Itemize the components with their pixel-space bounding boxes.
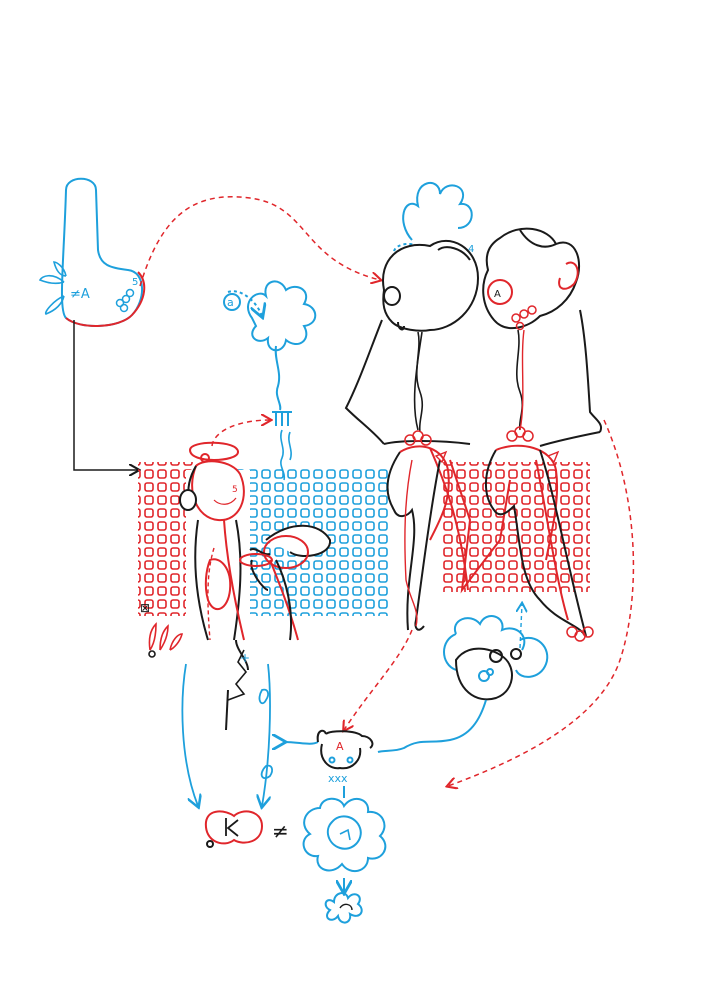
number-five-head: 5	[232, 485, 238, 495]
boxed-x-label: ⊠	[140, 601, 150, 615]
red-blob-bottom	[204, 810, 264, 848]
number-four-label: 4	[468, 244, 474, 255]
small-creature-center: A xxx	[284, 729, 374, 798]
xxx-label: xxx	[328, 772, 348, 785]
leaf-sprout-left	[38, 261, 67, 315]
number-five-label: 5	[132, 277, 138, 288]
plus-label: +	[240, 651, 250, 665]
blue-creature-right	[377, 604, 549, 753]
seated-figure-left: 5	[179, 441, 331, 731]
red-a-label: A	[336, 740, 344, 753]
standing-pair-figures	[386, 426, 594, 642]
blue-down-arrows-left	[181, 663, 273, 806]
twin-heads: 4 A	[344, 182, 602, 447]
flower-a-label: a	[227, 296, 234, 309]
blue-rosette	[302, 797, 387, 924]
red-dashed-arrow-top	[139, 196, 380, 287]
red-grass-tufts	[148, 622, 184, 658]
boot-figure: ≠A 5	[38, 177, 146, 327]
not-equal-sign: ≠	[272, 819, 289, 843]
bead-cluster-top	[115, 288, 135, 313]
red-dashed-arrow-right	[448, 419, 635, 786]
blue-flower: a	[223, 280, 317, 481]
red-dashed-arrow-mid	[344, 629, 413, 730]
red-dashed-arrow-hat	[211, 420, 270, 447]
neq-a-label: ≠A	[70, 287, 90, 302]
black-connector-arrow	[73, 320, 138, 470]
head-a-label: A	[494, 289, 501, 300]
red-grid-right	[440, 462, 590, 592]
